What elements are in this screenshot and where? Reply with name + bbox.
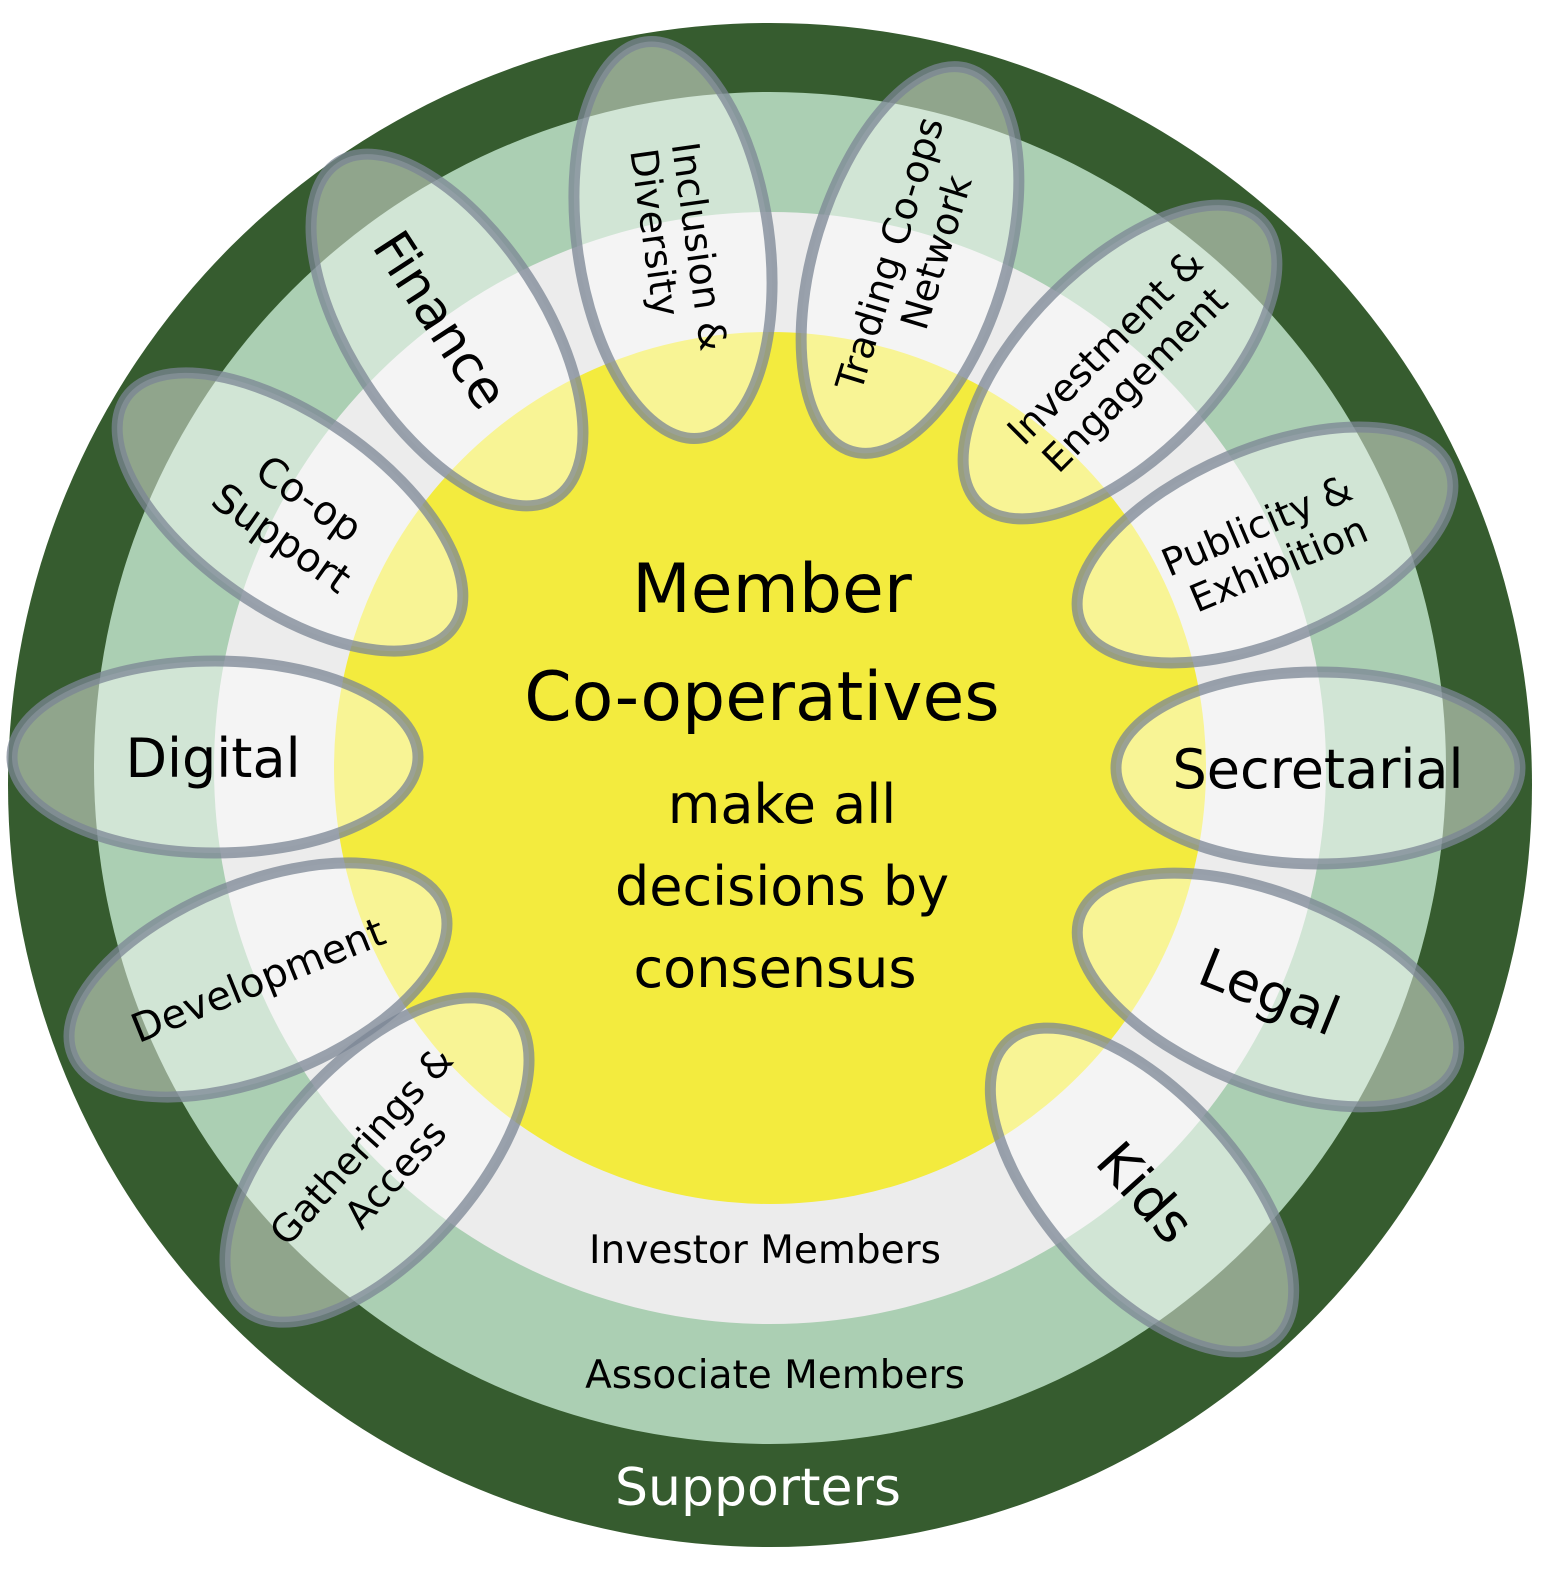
center-title-line2: Co-operatives [524,658,999,737]
working-group-inclusion-diversity[interactable]: Inclusion & Diversity [550,29,796,452]
supporters-label: Supporters [615,1458,901,1518]
working-group-kids[interactable]: Kids [937,977,1347,1403]
working-group-secretarial[interactable]: Secretarial [1110,666,1526,870]
working-group-development[interactable]: Development [36,815,480,1145]
associate-members-label: Associate Members [585,1353,965,1398]
member-cooperatives-core [334,332,1206,1204]
center-text: Member Co-operatives make all decisions … [524,550,999,1000]
center-subtitle-line2: decisions by [615,855,949,918]
working-group-legal[interactable]: Legal [1045,825,1492,1154]
center-subtitle-line3: consensus [633,937,916,1000]
center-subtitle-line1: make all [668,773,897,836]
center-title-line1: Member [632,550,912,629]
working-group-coop-support[interactable]: Co-op Support [71,319,509,706]
working-group-finance[interactable]: Finance [257,109,638,550]
working-group-label: Digital [125,727,300,790]
working-group-trading-coops-network[interactable]: Trading Co-ops Network [760,41,1061,480]
investor-members-label: Investor Members [589,1228,941,1273]
working-group-label: Secretarial [1173,738,1464,801]
working-groups: Digital Co-op Support Finance Inclusion … [6,29,1526,1403]
working-group-gatherings-access[interactable]: Gatherings & Access [171,946,583,1373]
working-group-publicity-exhibition[interactable]: Publicity & Exhibition [1043,378,1486,711]
working-group-digital[interactable]: Digital [6,655,424,859]
